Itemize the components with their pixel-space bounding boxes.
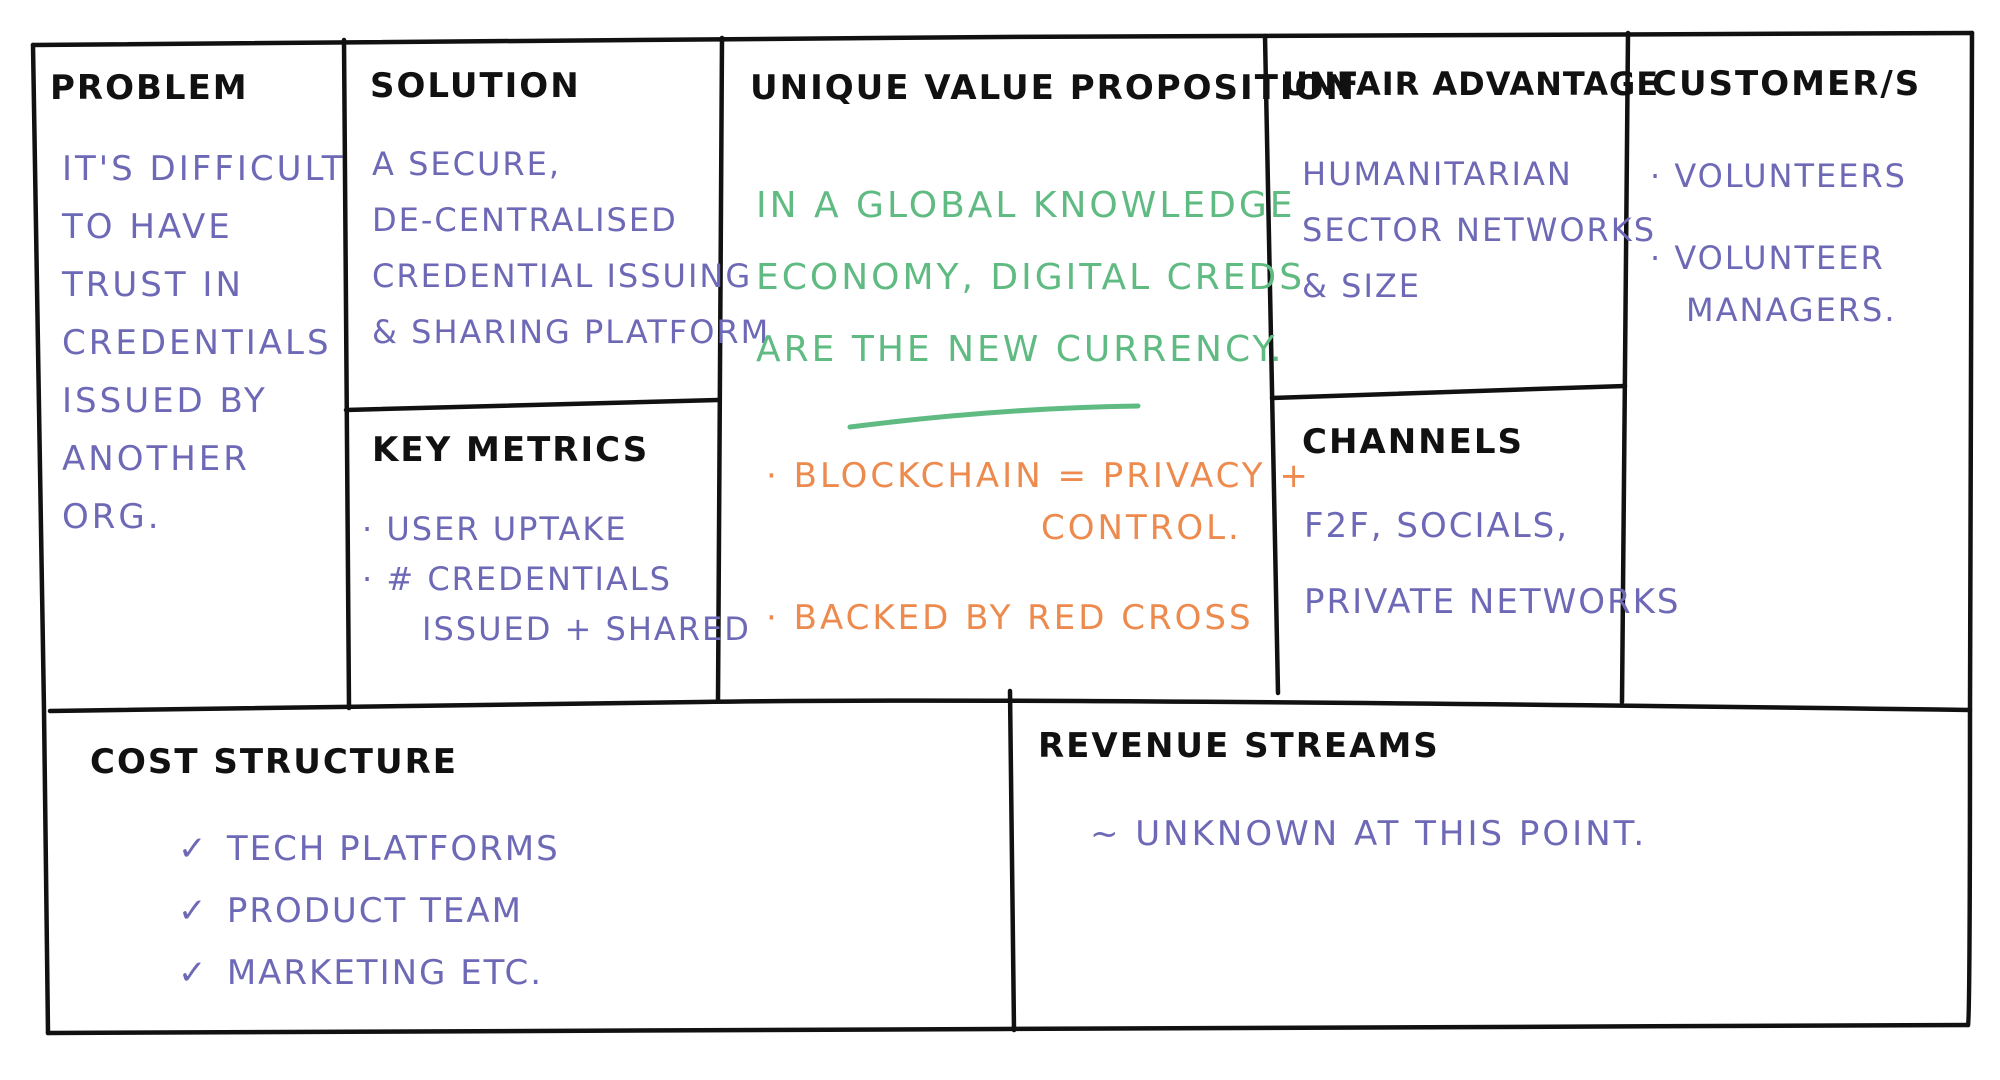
uvp-line: economy, digital creds xyxy=(756,257,1306,298)
uvp-bullet: · Blockchain = privacy + xyxy=(766,456,1311,496)
unfair-advantage-line: sector networks xyxy=(1302,211,1657,249)
key-metrics-item: · # credentials xyxy=(362,560,672,598)
cost-structure-title: Cost structure xyxy=(90,742,458,782)
uvp-bullet-cont: control. xyxy=(1041,508,1242,548)
key-metrics-item-cont: issued + shared xyxy=(422,610,751,648)
cost-structure-heading: Cost structure xyxy=(86,740,472,784)
cost-structure-body: ✓ Tech platforms ✓ Product team ✓ Market… xyxy=(178,818,560,1004)
solution-line: A secure, xyxy=(372,145,561,183)
cost-structure-item: ✓ Tech platforms xyxy=(178,818,560,880)
problem-body: It's difficult to have trust in credenti… xyxy=(62,140,346,546)
uvp-title: Unique value proposition xyxy=(750,68,1356,108)
problem-heading: Problem xyxy=(46,66,263,110)
key-metrics-body: · User uptake · # credentials issued + s… xyxy=(362,504,751,654)
customers-body: · Volunteers · Volunteer managers. xyxy=(1650,150,1907,336)
solution-line: & sharing platform xyxy=(372,313,771,351)
revenue-streams-line: ~ Unknown at this point. xyxy=(1090,814,1648,854)
unfair-advantage-title: Unfair advantage xyxy=(1282,65,1660,103)
frame-bottom xyxy=(45,1022,1971,1036)
uvp-statement: In a global knowledge economy, digital c… xyxy=(756,170,1305,386)
problem-line: It's difficult xyxy=(62,149,346,189)
uvp-line: In a global knowledge xyxy=(756,185,1296,226)
customers-item: · Volunteers xyxy=(1650,157,1907,195)
channels-title: Channels xyxy=(1302,422,1525,462)
key-metrics-title: Key metrics xyxy=(372,430,650,470)
problem-line: to have xyxy=(62,207,233,247)
key-metrics-heading: Key metrics xyxy=(368,428,664,472)
solution-body: A secure, de-centralised credential issu… xyxy=(372,136,770,360)
unfair-advantage-line: Humanitarian xyxy=(1302,155,1573,193)
customers-item: · Volunteer xyxy=(1650,239,1885,277)
div-problem-solution xyxy=(341,37,352,711)
div-cost-revenue xyxy=(1007,688,1017,1033)
uvp-bullet: · Backed by Red Cross xyxy=(766,598,1254,638)
channels-line: F2F, socials, xyxy=(1304,506,1570,546)
div-uvp-ua xyxy=(1262,33,1281,696)
channels-line: private networks xyxy=(1304,582,1681,622)
solution-heading: Solution xyxy=(366,64,595,108)
cost-structure-item-label: Product team xyxy=(226,891,523,931)
unfair-advantage-body: Humanitarian sector networks & size xyxy=(1302,146,1656,314)
split-solution-km xyxy=(343,397,721,413)
div-solution-uvp xyxy=(715,35,725,703)
frame-left xyxy=(30,42,51,1036)
customers-item-cont: managers. xyxy=(1686,291,1897,329)
check-icon: ✓ xyxy=(178,953,209,993)
customers-title: Customer/s xyxy=(1652,64,1922,104)
uvp-heading: Unique value proposition xyxy=(746,66,1370,110)
uvp-bullets: · Blockchain = privacy + control. · Back… xyxy=(766,450,1311,644)
unfair-advantage-heading: Unfair advantage xyxy=(1278,62,1674,106)
uvp-line: are the new currency. xyxy=(756,329,1285,370)
unfair-advantage-line: & size xyxy=(1302,267,1422,305)
div-ua-customers xyxy=(1619,30,1631,705)
mid-line xyxy=(47,698,1973,714)
solution-title: Solution xyxy=(370,66,581,106)
problem-title: Problem xyxy=(50,68,249,108)
frame-right xyxy=(1965,30,1975,1028)
split-ua-channels xyxy=(1269,383,1628,401)
channels-body: F2F, socials, private networks xyxy=(1304,488,1680,640)
cost-structure-item-label: Marketing etc. xyxy=(226,953,543,993)
uvp-underline xyxy=(847,403,1141,430)
check-icon: ✓ xyxy=(178,891,209,931)
problem-line: org. xyxy=(62,497,162,537)
problem-line: credentials xyxy=(62,323,332,363)
frame-top xyxy=(30,30,1975,48)
problem-line: issued by xyxy=(62,381,268,421)
solution-line: de-centralised xyxy=(372,201,678,239)
channels-heading: Channels xyxy=(1298,420,1539,464)
revenue-streams-heading: Revenue streams xyxy=(1034,724,1454,768)
cost-structure-item: ✓ Marketing etc. xyxy=(178,942,560,1004)
customers-heading: Customer/s xyxy=(1648,62,1936,106)
solution-line: credential issuing xyxy=(372,257,753,295)
key-metrics-item: · User uptake xyxy=(362,510,628,548)
problem-line: trust in xyxy=(62,265,244,305)
problem-line: another xyxy=(62,439,250,479)
check-icon: ✓ xyxy=(178,829,209,869)
revenue-streams-body: ~ Unknown at this point. xyxy=(1090,806,1647,862)
cost-structure-item-label: Tech platforms xyxy=(226,829,560,869)
cost-structure-item: ✓ Product team xyxy=(178,880,560,942)
revenue-streams-title: Revenue streams xyxy=(1038,726,1440,766)
